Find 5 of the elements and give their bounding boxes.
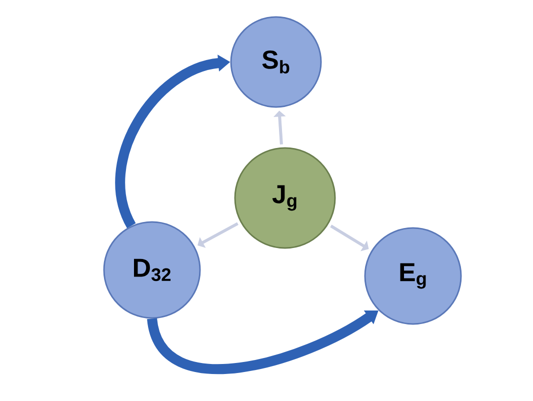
circle-node: D$_{32}$ <box>103 221 201 319</box>
circle-node: J$_{g}$ <box>234 147 336 249</box>
circle-node: E$_{g}$ <box>364 227 462 325</box>
circle-node: S$_{b}$ <box>230 16 322 108</box>
arrow <box>198 222 238 248</box>
